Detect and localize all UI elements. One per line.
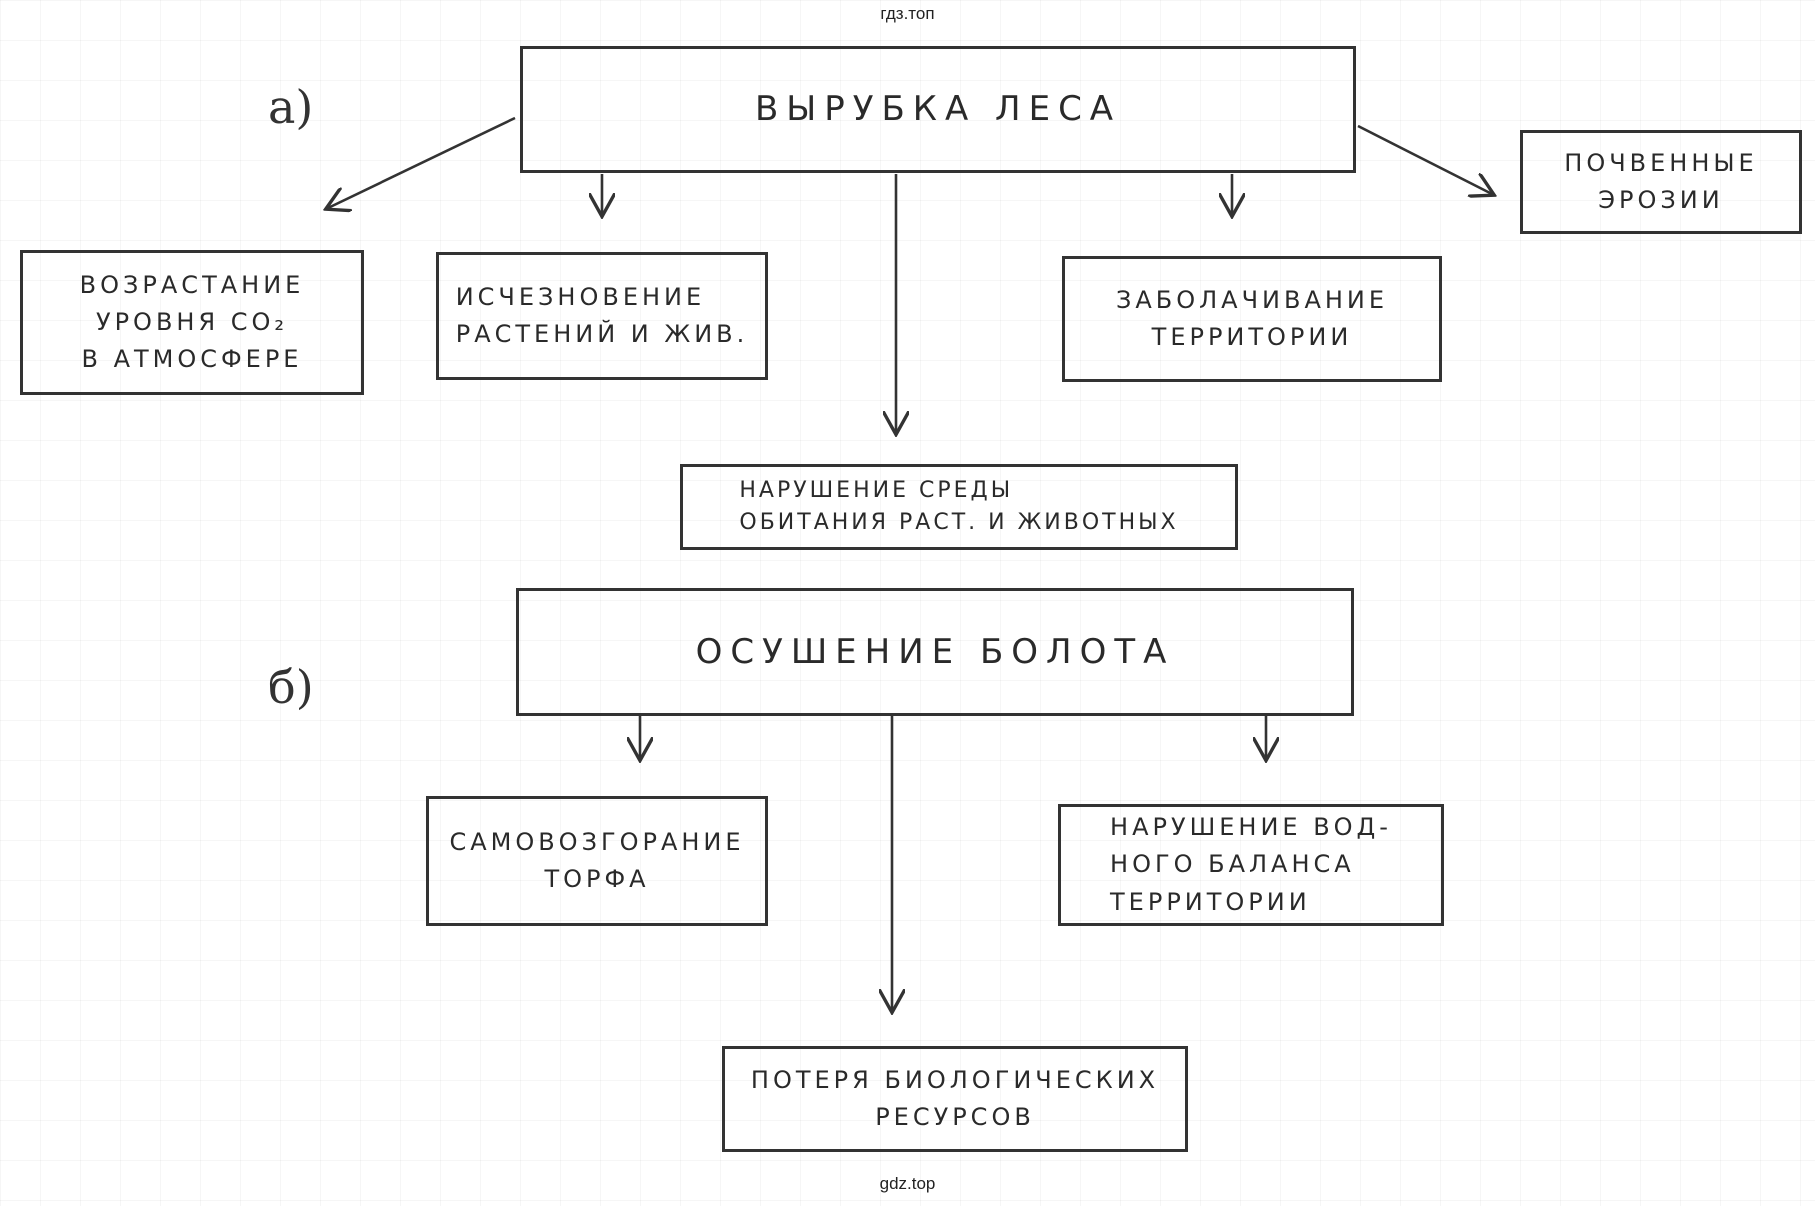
node-a-habitat-text: НАРУШЕНИЕ СРЕДЫ ОБИТАНИЯ РАСТ. И ЖИВОТНЫХ	[739, 475, 1178, 539]
node-a-disappearance-text: ИСЧЕЗНОВЕНИЕ РАСТЕНИЙ И ЖИВ.	[456, 279, 749, 353]
section-b-label: б)	[268, 660, 314, 714]
node-line: ОБИТАНИЯ РАСТ. И ЖИВОТНЫХ	[739, 510, 1179, 535]
node-a-erosion: ПОЧВЕННЫЕ ЭРОЗИИ	[1520, 130, 1802, 234]
node-a-disappearance: ИСЧЕЗНОВЕНИЕ РАСТЕНИЙ И ЖИВ.	[436, 252, 768, 380]
node-line: ТОРФА	[544, 865, 650, 893]
node-a-co2: ВОЗРАСТАНИЕ УРОВНЯ CO₂ В АТМОСФЕРЕ	[20, 250, 364, 395]
node-line: НАРУШЕНИЕ ВОД-	[1110, 813, 1392, 842]
node-line: ЭРОЗИИ	[1598, 186, 1724, 214]
node-line: ИСЧЕЗНОВЕНИЕ	[455, 282, 706, 311]
node-line: НАРУШЕНИЕ СРЕДЫ	[739, 478, 1014, 504]
root-node-a: ВЫРУБКА ЛЕСА	[520, 46, 1356, 173]
node-line: НОГО БАЛАНСА	[1110, 850, 1355, 879]
node-line: ЗАБОЛАЧИВАНИЕ	[1115, 285, 1389, 314]
root-node-a-text: ВЫРУБКА ЛЕСА	[754, 89, 1122, 130]
node-line: САМОВОЗГОРАНИЕ	[449, 827, 745, 856]
node-line: ВОЗРАСТАНИЕ	[79, 270, 305, 299]
root-node-b: ОСУШЕНИЕ БОЛОТА	[516, 588, 1354, 716]
node-line: РАСТЕНИЙ И ЖИВ.	[455, 320, 749, 348]
node-b-resources-text: ПОТЕРЯ БИОЛОГИЧЕСКИХ РЕСУРСОВ	[751, 1062, 1159, 1136]
node-line: ПОЧВЕННЫЕ	[1564, 148, 1758, 177]
node-line: В АТМОСФЕРЕ	[81, 345, 303, 374]
node-line: РЕСУРСОВ	[875, 1103, 1035, 1131]
node-b-resources: ПОТЕРЯ БИОЛОГИЧЕСКИХ РЕСУРСОВ	[722, 1046, 1188, 1152]
arrow-a-to-co2	[328, 116, 516, 208]
node-a-erosion-text: ПОЧВЕННЫЕ ЭРОЗИИ	[1564, 145, 1757, 219]
watermark-top: гдз.топ	[880, 4, 935, 23]
node-line: ПОТЕРЯ БИОЛОГИЧЕСКИХ	[750, 1065, 1160, 1094]
section-a-label: а)	[268, 80, 314, 134]
watermark-bottom: gdz.top	[879, 1174, 936, 1193]
root-node-b-text: ОСУШЕНИЕ БОЛОТА	[695, 631, 1175, 672]
node-line: УРОВНЯ CO₂	[95, 307, 289, 336]
node-line: ТЕРРИТОРИИ	[1110, 887, 1311, 916]
node-b-peat-fire-text: САМОВОЗГОРАНИЕ ТОРФА	[449, 824, 744, 898]
node-a-co2-text: ВОЗРАСТАНИЕ УРОВНЯ CO₂ В АТМОСФЕРЕ	[80, 267, 305, 379]
node-a-habitat: НАРУШЕНИЕ СРЕДЫ ОБИТАНИЯ РАСТ. И ЖИВОТНЫХ	[680, 464, 1238, 550]
node-b-water-balance: НАРУШЕНИЕ ВОД- НОГО БАЛАНСА ТЕРРИТОРИИ	[1058, 804, 1444, 926]
arrow-a-to-erosion	[1357, 124, 1492, 194]
node-b-peat-fire: САМОВОЗГОРАНИЕ ТОРФА	[426, 796, 768, 926]
node-line: ТЕРРИТОРИИ	[1151, 323, 1353, 351]
node-a-swamping: ЗАБОЛАЧИВАНИЕ ТЕРРИТОРИИ	[1062, 256, 1442, 382]
node-b-water-balance-text: НАРУШЕНИЕ ВОД- НОГО БАЛАНСА ТЕРРИТОРИИ	[1110, 809, 1392, 921]
node-a-swamping-text: ЗАБОЛАЧИВАНИЕ ТЕРРИТОРИИ	[1116, 282, 1388, 356]
